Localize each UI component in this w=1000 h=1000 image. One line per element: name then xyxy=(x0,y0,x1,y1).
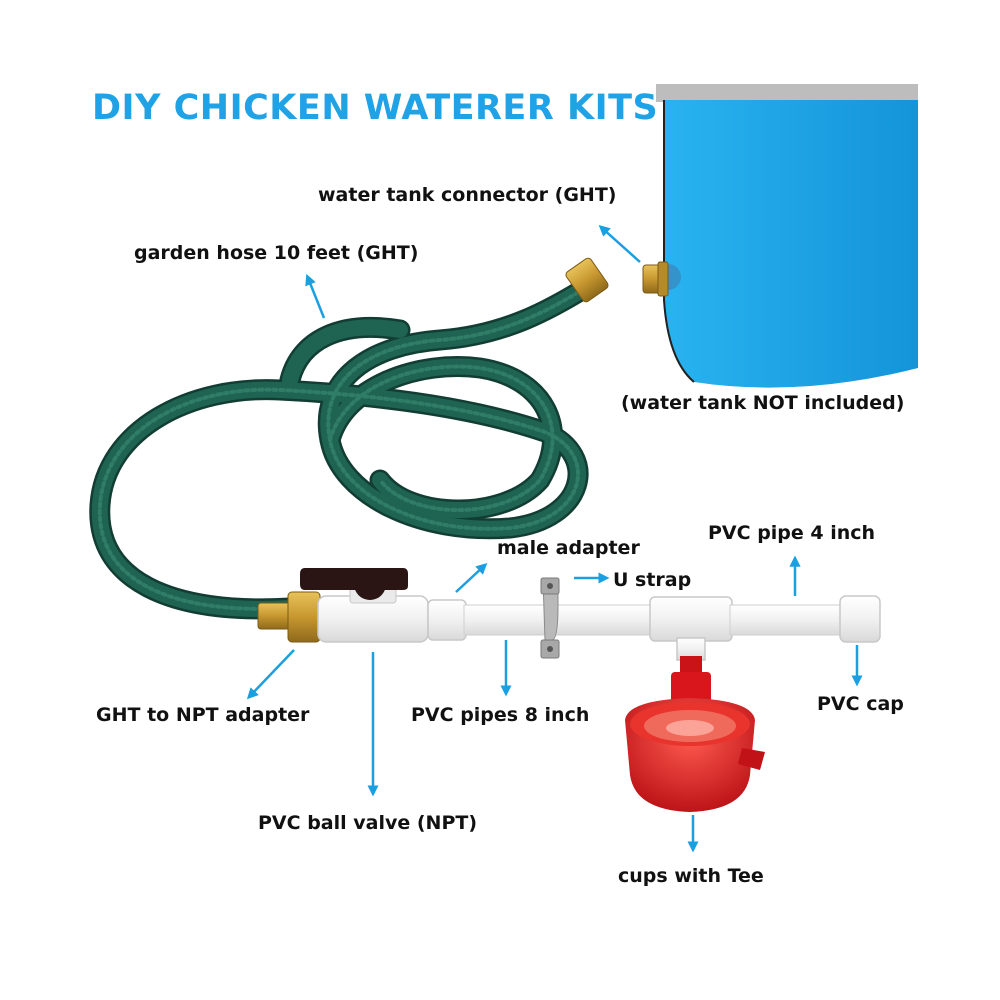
arrow-hose xyxy=(305,273,326,319)
pvc-pipe-4-inch xyxy=(729,604,843,636)
pvc-cap xyxy=(839,595,881,643)
label-cups-tee: cups with Tee xyxy=(618,865,764,887)
label-ball-valve: PVC ball valve (NPT) xyxy=(258,812,478,834)
tank-connector xyxy=(642,261,669,297)
ball-valve xyxy=(300,568,429,643)
label-pvc-cap: PVC cap xyxy=(817,693,904,715)
arrow-tank-connector xyxy=(598,224,641,263)
u-strap xyxy=(540,577,560,659)
page-title: DIY CHICKEN WATERER KITS xyxy=(92,88,659,128)
pvc-tee xyxy=(649,596,733,661)
label-male-adapter: male adapter xyxy=(497,537,640,559)
water-cup xyxy=(625,656,765,812)
label-tank-note: (water tank NOT included) xyxy=(621,392,905,414)
water-tank xyxy=(655,84,918,388)
label-hose: garden hose 10 feet (GHT) xyxy=(134,242,419,264)
label-u-strap: U strap xyxy=(613,569,692,591)
label-pipe-4: PVC pipe 4 inch xyxy=(708,522,876,544)
arrow-ght-npt xyxy=(246,649,295,700)
label-ght-npt: GHT to NPT adapter xyxy=(96,704,310,726)
callout-arrows xyxy=(246,224,863,853)
arrow-male-adapter xyxy=(455,562,488,593)
male-adapter xyxy=(427,599,467,641)
label-tank-connector: water tank connector (GHT) xyxy=(318,184,617,206)
hose-brass-fitting xyxy=(565,257,609,303)
garden-hose xyxy=(89,274,601,620)
ght-npt-adapter xyxy=(257,591,321,643)
label-pipes-8: PVC pipes 8 inch xyxy=(411,704,590,726)
